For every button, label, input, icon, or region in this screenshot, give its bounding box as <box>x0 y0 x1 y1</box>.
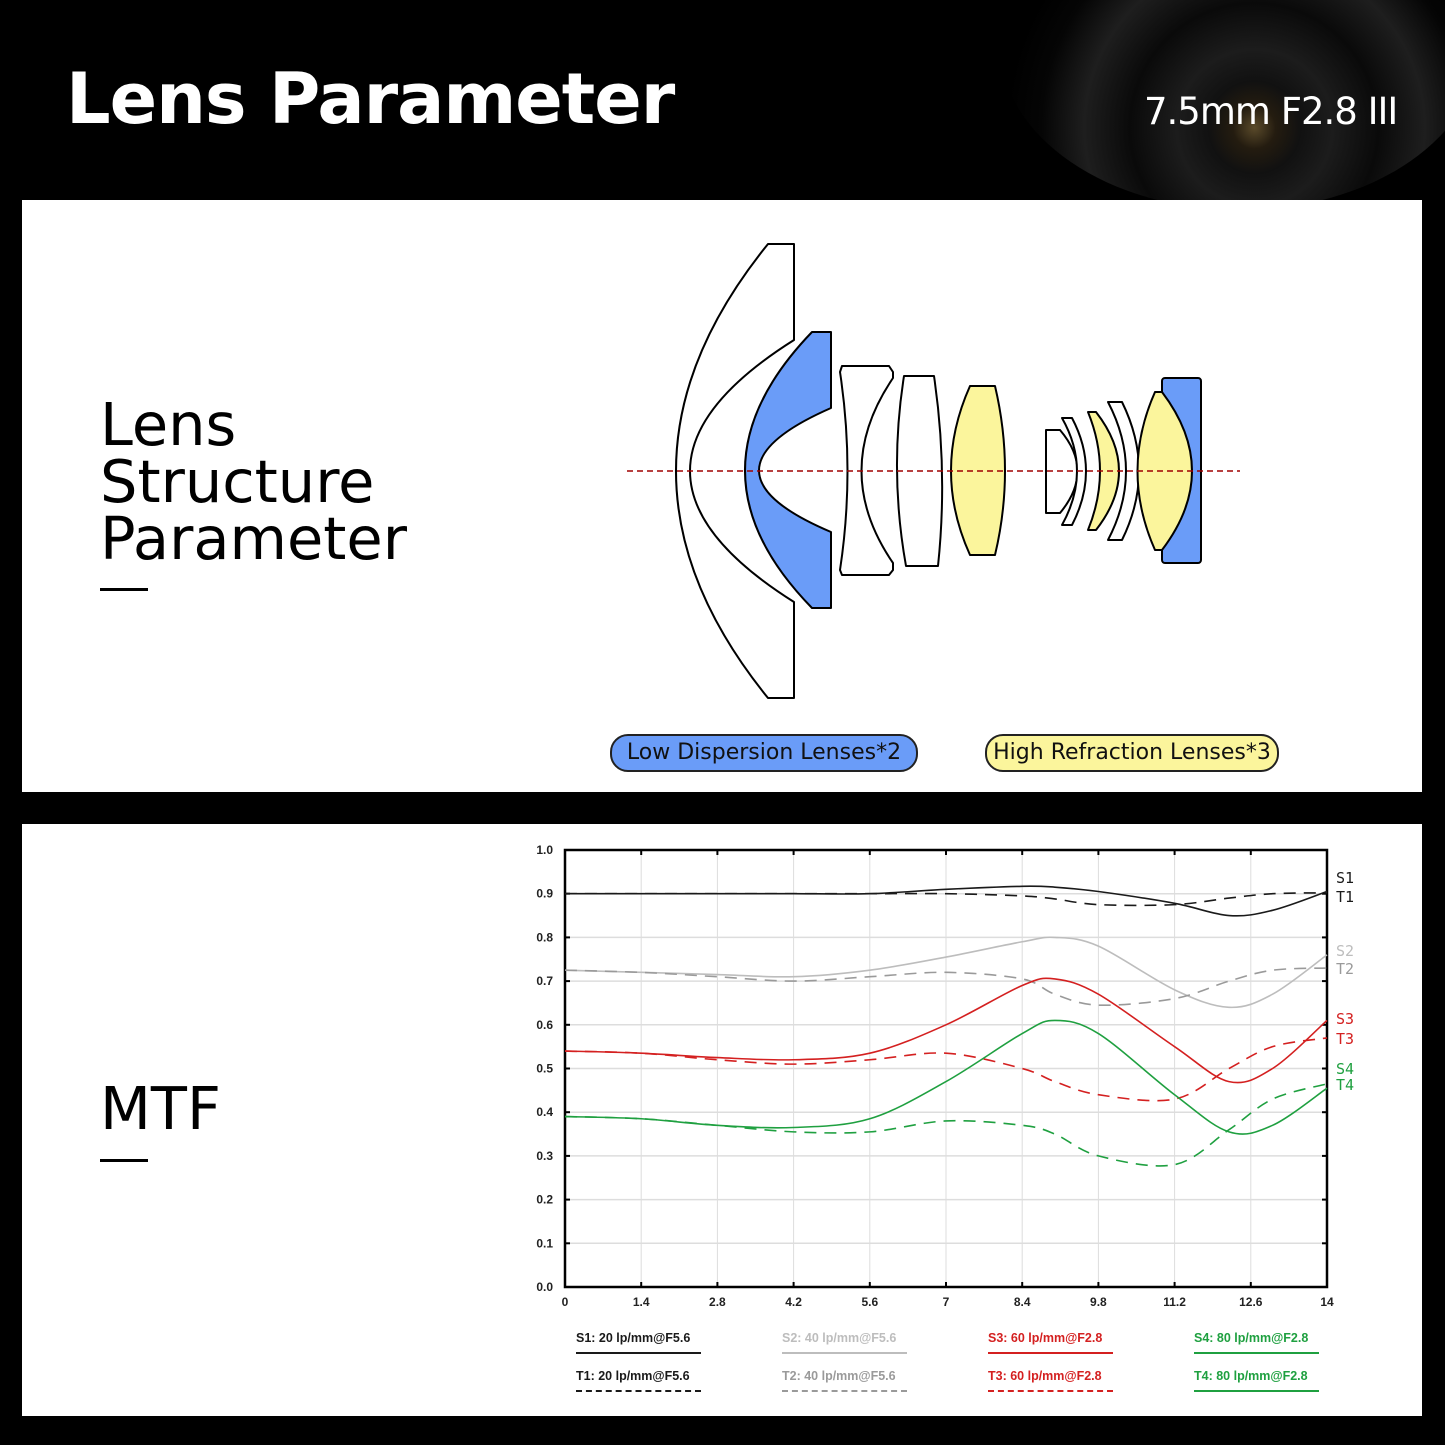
heading-line: Lens <box>100 390 237 459</box>
heading-line: Parameter <box>100 504 407 573</box>
lens-element-9 <box>1107 401 1140 541</box>
legend-line-t3 <box>988 1390 1113 1392</box>
legend-low-dispersion: Low Dispersion Lenses*2 <box>610 734 918 772</box>
legend-label-t2: T2: 40 lp/mm@F5.6 <box>782 1369 896 1383</box>
y-tick-label: 0.7 <box>536 974 553 988</box>
series-end-label: S3 <box>1336 1010 1354 1028</box>
legend-line-s4 <box>1194 1352 1319 1354</box>
mtf-chart: 0 1.4 2.8 4.2 5.6 7 8.4 9.8 11.2 12.6 14 0.0 0.1 0.2 0… <box>536 843 1354 1309</box>
legend-label-t3: T3: 60 lp/mm@F2.8 <box>988 1369 1102 1383</box>
legend-high-refraction: High Refraction Lenses*3 <box>985 734 1279 772</box>
x-tick-label: 4.2 <box>785 1295 802 1309</box>
lens-element-1 <box>675 243 795 699</box>
y-tick-label: 0.1 <box>536 1236 553 1250</box>
legend-label-s1: S1: 20 lp/mm@F5.6 <box>576 1331 691 1345</box>
heading-line: Structure <box>100 447 375 516</box>
series-end-label: S2 <box>1336 942 1354 960</box>
series-end-label: T2 <box>1336 960 1354 978</box>
legend-label-s4: S4: 80 lp/mm@F2.8 <box>1194 1331 1309 1345</box>
legend-line-s3 <box>988 1352 1113 1354</box>
series-line-t4 <box>564 1083 1328 1167</box>
lens-element-11-high-refraction <box>1136 391 1193 551</box>
legend-label-s3: S3: 60 lp/mm@F2.8 <box>988 1331 1103 1345</box>
series-line-t2 <box>564 967 1328 1007</box>
y-tick-label: 0.3 <box>536 1149 553 1163</box>
x-tick-label: 14 <box>1320 1295 1334 1309</box>
series-line-s2 <box>564 936 1328 1009</box>
lens-model: 7.5mm F2.8 III <box>1144 90 1398 133</box>
legend-line-s2 <box>782 1352 907 1354</box>
legend-label-s2: S2: 40 lp/mm@F5.6 <box>782 1331 897 1345</box>
legend-line-s1 <box>576 1352 701 1354</box>
series-end-label: T1 <box>1336 888 1354 906</box>
y-tick-label: 0.9 <box>536 887 553 901</box>
series-line-t1 <box>565 892 1328 907</box>
lens-element-3 <box>839 365 894 576</box>
x-tick-label: 2.8 <box>709 1295 726 1309</box>
legend-line-t1 <box>576 1390 701 1392</box>
x-tick-label: 9.8 <box>1090 1295 1107 1309</box>
lens-element-2-low-dispersion <box>744 331 832 609</box>
y-tick-label: 0.4 <box>536 1105 553 1119</box>
page-title: Lens Parameter <box>66 58 675 140</box>
heading-underline <box>100 588 148 591</box>
heading-underline <box>100 1159 148 1162</box>
y-tick-label: 0.2 <box>536 1193 553 1207</box>
series-end-label: S1 <box>1336 869 1354 887</box>
series-line-s3 <box>564 977 1328 1084</box>
y-tick-label: 0.0 <box>536 1280 553 1294</box>
x-tick-label: 11.2 <box>1163 1295 1186 1309</box>
y-tick-label: 0.6 <box>536 1018 553 1032</box>
x-tick-label: 8.4 <box>1014 1295 1031 1309</box>
x-tick-label: 0 <box>562 1295 569 1309</box>
x-tick-label: 1.4 <box>633 1295 650 1309</box>
series-end-label: T4 <box>1336 1076 1354 1094</box>
legend-line-t4 <box>1194 1390 1319 1392</box>
y-tick-label: 1.0 <box>536 843 553 857</box>
y-tick-label: 0.5 <box>536 1062 553 1076</box>
legend-line-t2 <box>782 1390 907 1392</box>
x-tick-label: 12.6 <box>1239 1295 1263 1309</box>
y-tick-label: 0.8 <box>536 930 553 944</box>
legend-label-t1: T1: 20 lp/mm@F5.6 <box>576 1369 690 1383</box>
series-line-s4 <box>564 1019 1328 1135</box>
legend-label-t4: T4: 80 lp/mm@F2.8 <box>1194 1369 1308 1383</box>
plot-frame <box>563 848 1329 1289</box>
lens-element-8-high-refraction <box>1087 411 1120 531</box>
series-end-label: T3 <box>1336 1030 1354 1048</box>
series-end-label: S4 <box>1336 1060 1354 1078</box>
structure-heading: Lens Structure Parameter <box>100 390 407 573</box>
series-line-s1 <box>565 885 1328 917</box>
mtf-heading: MTF <box>100 1074 221 1143</box>
x-tick-label: 5.6 <box>861 1295 878 1309</box>
lens-element-7 <box>1061 417 1087 526</box>
x-tick-label: 7 <box>943 1295 950 1309</box>
